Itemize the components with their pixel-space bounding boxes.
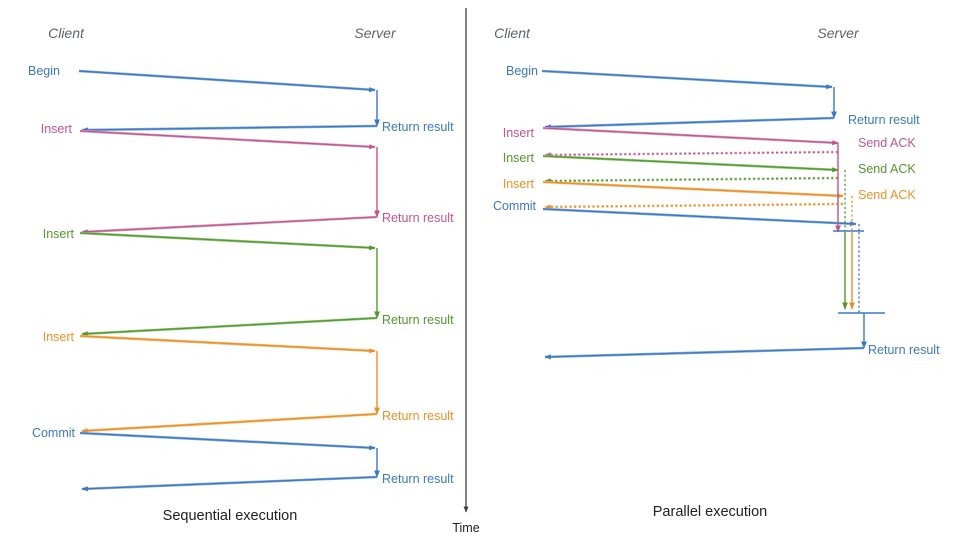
parallel-server-label-4: Return result [868,343,940,357]
sequential-server-label-2: Return result [382,313,454,327]
parallel-server-label-3: Send ACK [858,188,916,202]
parallel-client-label-0: Begin [506,64,538,78]
sequential-insert1-request [79,130,376,150]
parallel-client-label-1: Insert [503,126,535,140]
sequential-client-label-0: Begin [28,64,60,78]
parallel-client-label-3: Insert [503,177,535,191]
sequential-commit-request [79,432,376,451]
sequential-caption: Sequential execution [163,508,298,524]
message-lines-layer [78,8,885,513]
parallel-insert1-request [542,127,839,146]
parallel-insert2-ack [544,177,839,184]
sequential-insert2-response [81,317,378,337]
sequential-server-label-3: Return result [382,409,454,423]
sequential-commit-response [81,476,378,492]
sequential-server-label-4: Return result [382,472,454,486]
parallel-server-label-1: Send ACK [858,136,916,150]
parallel-begin-response [544,117,835,130]
sequential-insert1-response [81,216,378,235]
sequential-insert2-request [79,232,376,251]
parallel-insert3-request [542,181,844,199]
sequential-client-label-1: Insert [41,122,73,136]
parallel-insert3-ack [544,203,844,210]
time-axis-label: Time [452,521,479,535]
sequential-server-label-1: Return result [382,211,454,225]
parallel-server-label-0: Return result [848,113,920,127]
sequential-client-header: Client [48,25,85,41]
sequential-client-label-3: Insert [43,330,75,344]
parallel-insert1-ack [544,151,839,158]
parallel-server-header: Server [817,25,860,41]
sequential-insert3-response [81,413,378,434]
parallel-insert2-request [542,155,839,173]
sequential-client-label-2: Insert [43,227,75,241]
sequential-server-header: Server [354,25,397,41]
sequential-insert3-request [79,335,376,354]
sequential-begin-request [78,70,376,93]
parallel-server-label-2: Send ACK [858,162,916,176]
sequential-begin-response [81,125,378,133]
parallel-commit-response [544,347,865,360]
sequential-server-label-0: Return result [382,120,454,134]
parallel-client-label-2: Insert [503,151,535,165]
parallel-caption: Parallel execution [653,504,767,520]
parallel-client-label-4: Commit [493,199,537,213]
parallel-begin-request [541,70,833,90]
parallel-client-header: Client [494,25,531,41]
parallel-commit-request [542,208,857,227]
sequential-client-label-4: Commit [32,426,76,440]
